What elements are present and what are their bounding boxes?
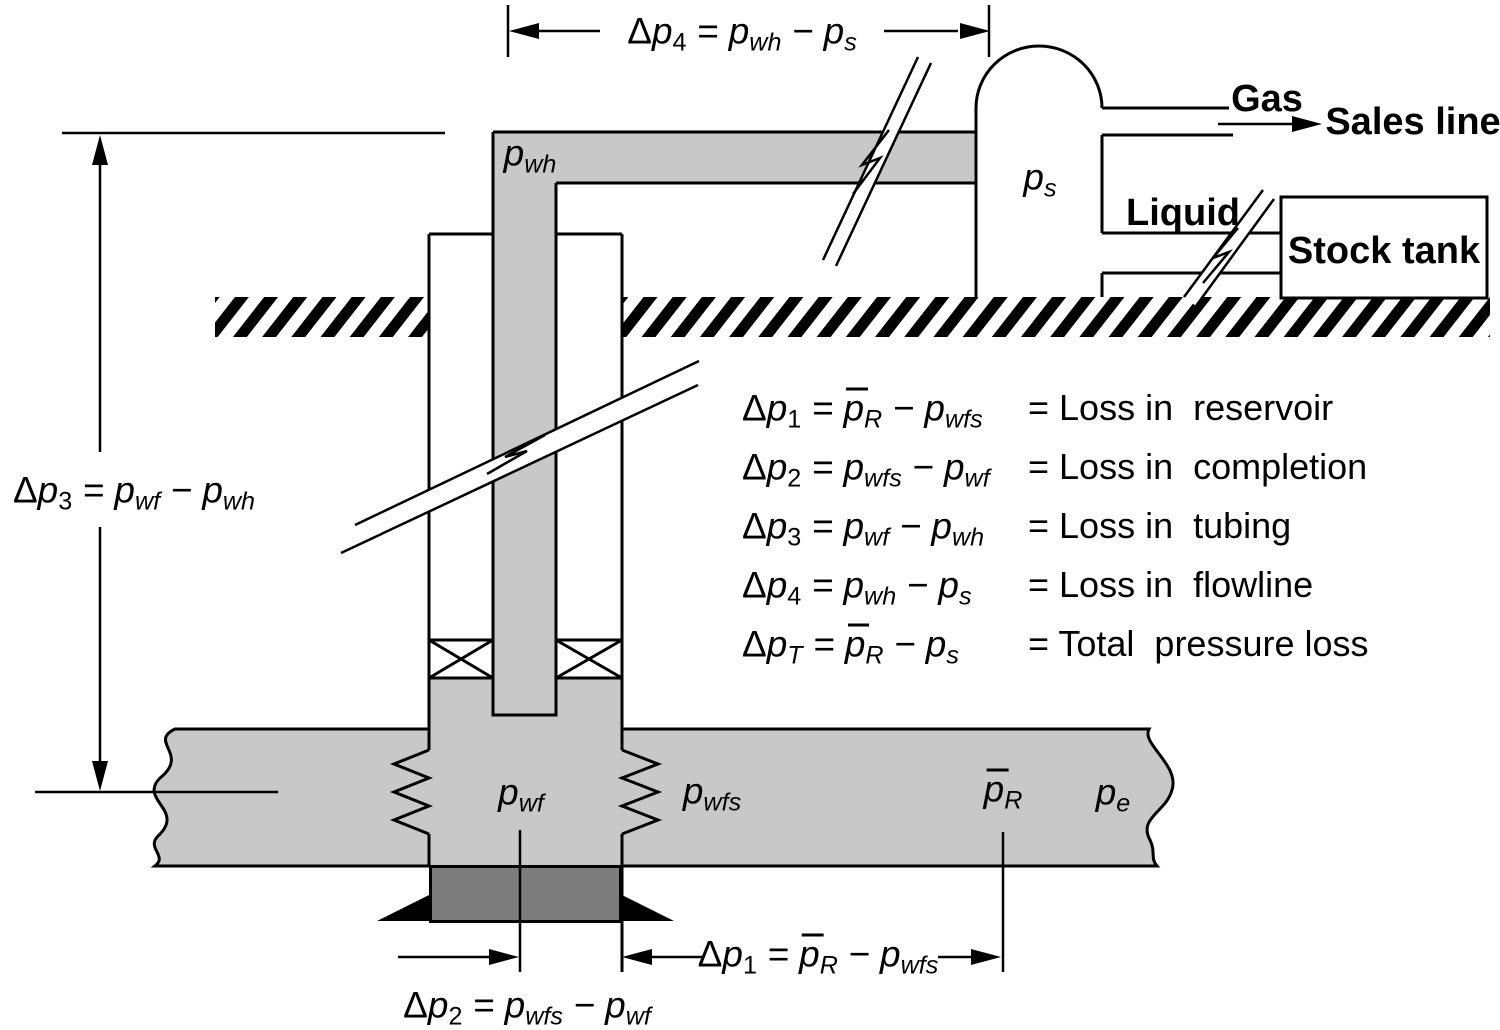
tubing-pipe bbox=[493, 132, 556, 715]
arrowhead-up bbox=[92, 135, 108, 165]
arrowhead-right bbox=[971, 949, 1001, 965]
dimension-dp2 bbox=[398, 949, 519, 965]
annulus-left bbox=[429, 234, 493, 640]
flowline-pipe bbox=[493, 132, 977, 183]
arrowhead-left bbox=[622, 949, 652, 965]
perforations-left bbox=[389, 748, 434, 836]
label-liquid: Liquid bbox=[1126, 192, 1240, 234]
cement-shoe-right bbox=[622, 895, 674, 921]
equation-description-1: = Loss in reservoir bbox=[1028, 387, 1334, 428]
arrowhead-right bbox=[960, 23, 990, 39]
lightning-jog bbox=[486, 433, 546, 476]
stock-tank-box bbox=[1279, 195, 1489, 300]
dimension-label-dp4: Δp4 = pwh − ps bbox=[627, 10, 857, 57]
separator-vessel bbox=[974, 44, 1281, 297]
dimension-label-dp3: Δp3 = pwf − pwh bbox=[12, 469, 256, 516]
label-pwf: pwf bbox=[498, 771, 544, 818]
equation-description-4: = Loss in flowline bbox=[1028, 564, 1314, 605]
well-sump bbox=[377, 865, 674, 923]
equation-formula-4: Δp4 = pwh − ps bbox=[742, 564, 972, 611]
reference-lines bbox=[35, 131, 1005, 972]
reservoir bbox=[150, 727, 1175, 868]
equation-formula-2: Δp2 = pwfs − pwf bbox=[742, 446, 990, 493]
gas-outlet-pipe bbox=[1102, 106, 1233, 137]
gas-flow-arrow bbox=[1218, 116, 1322, 132]
label-pr-avg: pR bbox=[983, 768, 1023, 815]
equation-formula-1: Δp1 = pR − pwfs bbox=[742, 387, 983, 434]
dimension-label-dp1: Δp1 = pR − pwfs bbox=[697, 933, 939, 980]
dimension-dp3 bbox=[92, 135, 108, 791]
equation-description-3: = Loss in tubing bbox=[1028, 505, 1292, 546]
equation-description-2: = Loss in completion bbox=[1028, 446, 1368, 487]
label-stock-tank: Stock tank bbox=[1287, 230, 1481, 272]
break-mark-well bbox=[340, 359, 700, 555]
label-gas: Gas bbox=[1231, 78, 1303, 120]
ground-hatch bbox=[215, 297, 1490, 337]
equation-formula-3: Δp3 = pwf − pwh bbox=[742, 505, 985, 552]
label-pwh: pwh bbox=[503, 132, 557, 179]
break-mark-liquid-line bbox=[1182, 189, 1276, 307]
label-pwfs: pwfs bbox=[682, 770, 742, 817]
lightning-jog bbox=[1202, 227, 1239, 284]
equation-formula-5: ΔpT = pR − ps bbox=[742, 623, 959, 670]
liquid-outlet-pipe bbox=[1102, 231, 1281, 275]
dimension-label-dp2: Δp2 = pwfs − pwf bbox=[403, 984, 651, 1030]
label-ps: ps bbox=[1023, 156, 1057, 203]
break-mark-flowline bbox=[821, 56, 933, 267]
label-sales-line: Sales line bbox=[1325, 101, 1500, 143]
label-pe: pe bbox=[1095, 771, 1131, 818]
lightning-jog bbox=[852, 129, 890, 195]
perforations-right bbox=[617, 748, 663, 836]
dimension-dp4 bbox=[506, 5, 991, 57]
equation-description-5: = Total pressure loss bbox=[1028, 623, 1369, 664]
arrowhead-down bbox=[92, 761, 108, 791]
dimension-dp1 bbox=[622, 949, 1001, 965]
cement-shoe-left bbox=[377, 895, 429, 921]
packer bbox=[427, 638, 624, 680]
arrowhead-left bbox=[509, 23, 539, 39]
arrowhead-right bbox=[1292, 116, 1322, 132]
arrowhead-right bbox=[489, 949, 519, 965]
